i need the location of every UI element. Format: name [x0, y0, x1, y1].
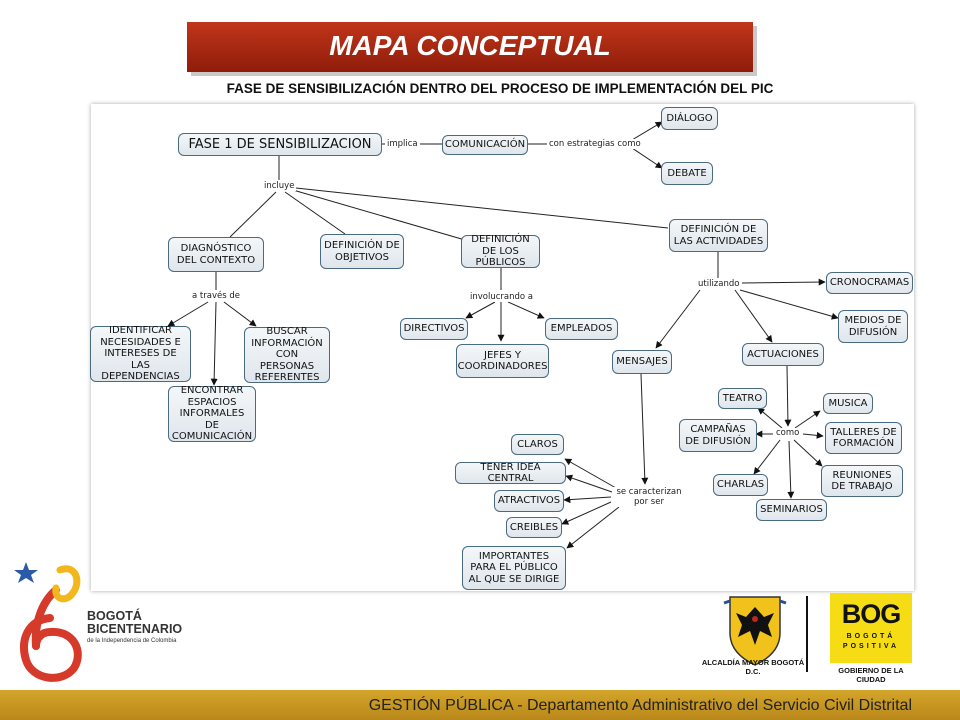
- node-reuniones: REUNIONES DE TRABAJO: [821, 465, 903, 497]
- link-mensajes-caracterizan: [640, 373, 649, 485]
- arrow-to-charlas: [753, 439, 781, 475]
- gobierno-caption: GOBIERNO DE LA CIUDAD: [838, 666, 904, 684]
- arrow-to-musica: [794, 410, 821, 429]
- node-mensajes: MENSAJES: [612, 350, 672, 374]
- node-atractivos: ATRACTIVOS: [494, 490, 564, 512]
- arrow-to-teatro: [757, 407, 783, 429]
- arrow-to-dialogo: [631, 121, 663, 141]
- node-actividades: DEFINICIÓN DE LAS ACTIVIDADES: [669, 219, 768, 252]
- arrow-to-encontrar: [210, 301, 218, 386]
- node-comunicacion: COMUNICACIÓN: [442, 135, 528, 155]
- link-label-utilizando: utilizando: [696, 279, 742, 289]
- arrow-to-idea: [565, 474, 613, 493]
- link-label-traves: a través de: [190, 291, 242, 301]
- node-importantes: IMPORTANTES PARA EL PÚBLICO AL QUE SE DI…: [462, 546, 566, 590]
- footer-bar: GESTIÓN PÚBLICA - Departamento Administr…: [0, 690, 960, 720]
- arrow-to-atractivos: [563, 496, 612, 504]
- link-label-incluye: incluye: [262, 181, 297, 191]
- node-fase1: FASE 1 DE SENSIBILIZACION: [178, 133, 382, 156]
- node-publicos: DEFINICIÓN DE LOS PÚBLICOS: [461, 234, 540, 268]
- arrow-to-cronogramas: [741, 278, 826, 286]
- node-actuaciones: ACTUACIONES: [742, 343, 824, 366]
- node-campanas: CAMPAÑAS DE DIFUSIÓN: [679, 419, 757, 452]
- arrow-to-medios: [739, 289, 839, 320]
- arrow-to-directivos: [465, 301, 496, 319]
- bog-subtitle-2: POSITIVA: [842, 643, 900, 650]
- arrow-to-importantes: [566, 506, 620, 549]
- bog-letters: BOG: [841, 599, 902, 629]
- node-medios: MEDIOS DE DIFUSIÓN: [838, 310, 908, 343]
- arrow-to-actuaciones: [734, 289, 773, 343]
- arrow-to-claros: [564, 458, 617, 489]
- node-directivos: DIRECTIVOS: [400, 318, 468, 340]
- link-label-implica: implica: [385, 139, 420, 149]
- arrow-to-identificar: [167, 301, 209, 327]
- link-incluye-diagnostico: [229, 191, 277, 238]
- link-label-involucrando: involucrando a: [468, 292, 535, 302]
- title-banner: MAPA CONCEPTUAL: [187, 22, 753, 72]
- node-claros: CLAROS: [511, 434, 564, 455]
- arrow-to-debate: [631, 147, 663, 169]
- node-creibles: CREIBLES: [506, 517, 562, 538]
- node-buscar: BUSCAR INFORMACIÓN CON PERSONAS REFERENT…: [244, 326, 330, 383]
- node-seminarios: SEMINARIOS: [756, 499, 827, 521]
- bogota-positiva-logo: BOG BOGOTÁ POSITIVA: [830, 593, 912, 663]
- arrow-to-creibles: [561, 501, 612, 525]
- node-idea: TENER IDEA CENTRAL: [455, 462, 566, 484]
- footer-text: GESTIÓN PÚBLICA - Departamento Administr…: [368, 697, 912, 714]
- node-dialogo: DIÁLOGO: [661, 107, 718, 130]
- bicentenario-logo: BOGOTÁ BICENTENARIO de la Independencia …: [14, 560, 194, 685]
- bog-subtitle-1: BOGOTÁ: [846, 633, 896, 640]
- arrow-to-seminarios: [787, 440, 795, 499]
- node-identificar: IDENTIFICAR NECESIDADES E INTERESES DE L…: [90, 325, 191, 382]
- arrow-to-talleres: [802, 431, 824, 439]
- node-talleres: TALLERES DE FORMACIÓN: [825, 422, 902, 454]
- node-cronogramas: CRONOCRAMAS: [826, 272, 913, 294]
- node-diagnostico: DIAGNÓSTICO DEL CONTEXTO: [168, 237, 264, 272]
- node-encontrar: ENCONTRAR ESPACIOS INFORMALES DE COMUNIC…: [168, 385, 256, 442]
- page-title: MAPA CONCEPTUAL: [329, 30, 611, 61]
- alcaldia-caption: ALCALDÍA MAYOR BOGOTÁ D.C.: [701, 658, 805, 676]
- node-jefes: JEFES Y COORDINADORES: [456, 344, 549, 378]
- arrow-to-reuniones: [793, 439, 823, 467]
- link-actuaciones-como: [784, 365, 792, 427]
- bicentenario-title: BOGOTÁ BICENTENARIO: [87, 609, 183, 636]
- arrow-to-buscar: [223, 301, 257, 327]
- arrow-to-empleados: [507, 301, 545, 319]
- link-incluye-objetivos: [284, 191, 346, 235]
- link-label-caracterizan: se caracterizan por ser: [612, 487, 686, 507]
- arrow-to-mensajes: [655, 289, 701, 349]
- bicentenario-emblem-icon: [14, 562, 82, 682]
- node-teatro: TEATRO: [718, 388, 767, 409]
- link-label-como: como: [774, 428, 802, 438]
- link-incluye-actividades: [295, 187, 669, 229]
- node-debate: DEBATE: [661, 162, 713, 185]
- link-incluye-publicos: [292, 189, 466, 241]
- bogota-shield-icon: [723, 596, 787, 666]
- link-label-estrategias: con estrategias como: [547, 139, 643, 149]
- node-objetivos: DEFINICIÓN DE OBJETIVOS: [320, 234, 404, 269]
- node-charlas: CHARLAS: [713, 474, 768, 496]
- logo-divider: [806, 596, 808, 672]
- node-musica: MUSICA: [823, 393, 873, 414]
- page-subtitle: FASE DE SENSIBILIZACIÓN DENTRO DEL PROCE…: [226, 81, 774, 96]
- bicentenario-subtitle: de la Independencia de Colombia: [87, 638, 177, 644]
- node-empleados: EMPLEADOS: [545, 318, 618, 340]
